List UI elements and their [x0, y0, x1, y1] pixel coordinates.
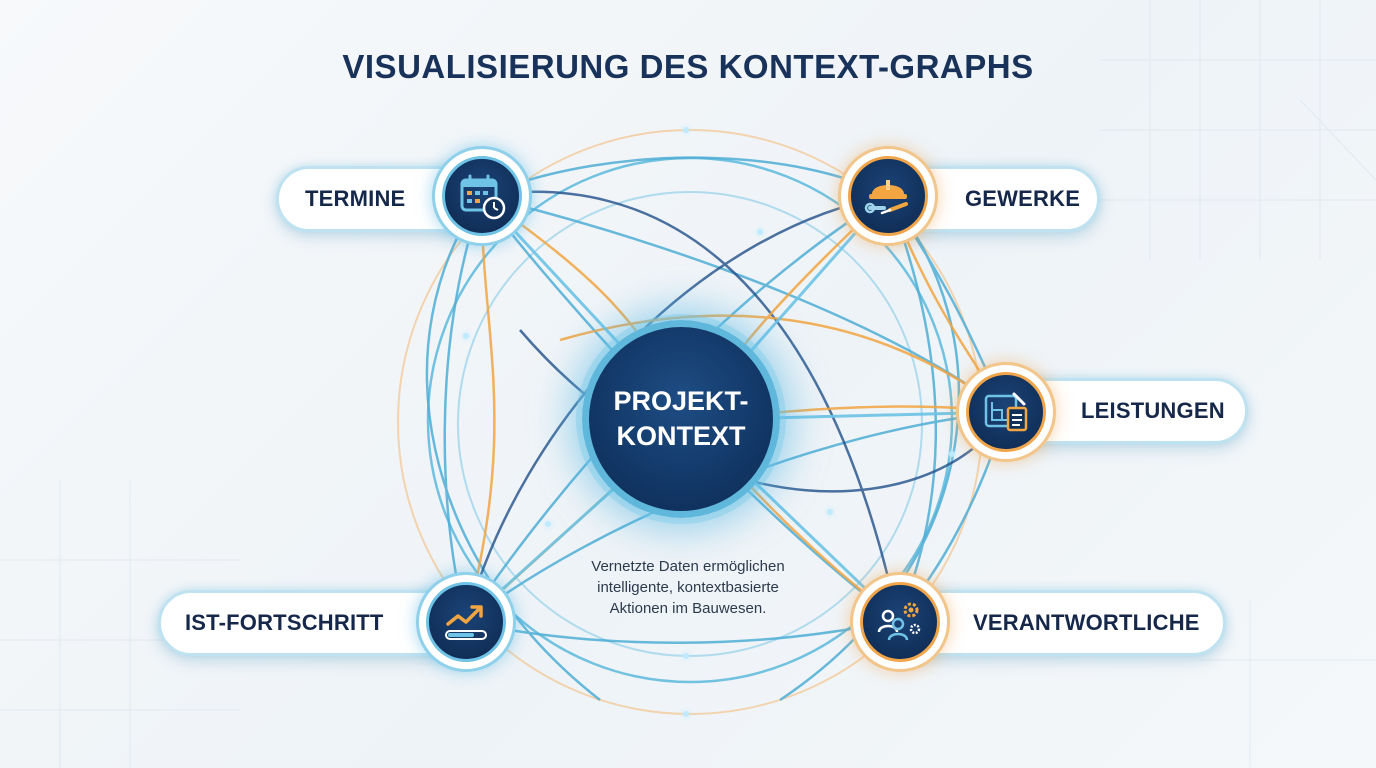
hardhat-tools-icon: [864, 180, 908, 215]
glow-dot: [949, 451, 955, 457]
node-gewerke: [838, 146, 938, 246]
people-gear-icon: [877, 602, 921, 641]
node-label-termine: TERMINE: [305, 186, 406, 211]
blueprint-checklist-icon: [984, 392, 1028, 432]
connection-line: [464, 195, 496, 623]
node-label-gewerke: GEWERKE: [965, 186, 1081, 211]
hub-label: PROJEKT- KONTEXT: [613, 386, 749, 451]
connection-line: [425, 195, 601, 701]
node-inner: [426, 582, 506, 662]
node-leistungen: [956, 362, 1056, 462]
glow-dot: [683, 127, 689, 133]
calendar-clock-icon: [460, 174, 506, 220]
glow-dot: [683, 653, 689, 659]
glow-dot: [463, 333, 469, 339]
node-label-leistungen: LEISTUNGEN: [1081, 398, 1225, 423]
node-inner: [848, 156, 928, 236]
node-label-verantwortliche: VERANTWORTLICHE: [973, 610, 1200, 635]
node-verantwortliche: [850, 572, 950, 672]
project-context-hub: PROJEKT- KONTEXT: [582, 320, 780, 518]
connection-line: [465, 618, 899, 644]
node-inner: [966, 372, 1046, 452]
node-inner: [860, 582, 940, 662]
glow-dot: [757, 229, 763, 235]
node-inner: [442, 156, 522, 236]
connection-line: [481, 190, 900, 621]
caption-text: Vernetzte Daten ermöglichen intelligente…: [591, 558, 785, 617]
glow-dot: [827, 509, 833, 515]
glow-dot: [545, 521, 551, 527]
trend-progress-icon: [445, 605, 487, 640]
node-termine: [432, 146, 532, 246]
node-label-ist-fortschritt: IST-FORTSCHRITT: [185, 610, 384, 635]
glow-dot: [683, 711, 689, 717]
diagram-title: VISUALISIERUNG DES KONTEXT-GRAPHS: [342, 48, 1034, 85]
node-ist-fortschritt: [416, 572, 516, 672]
